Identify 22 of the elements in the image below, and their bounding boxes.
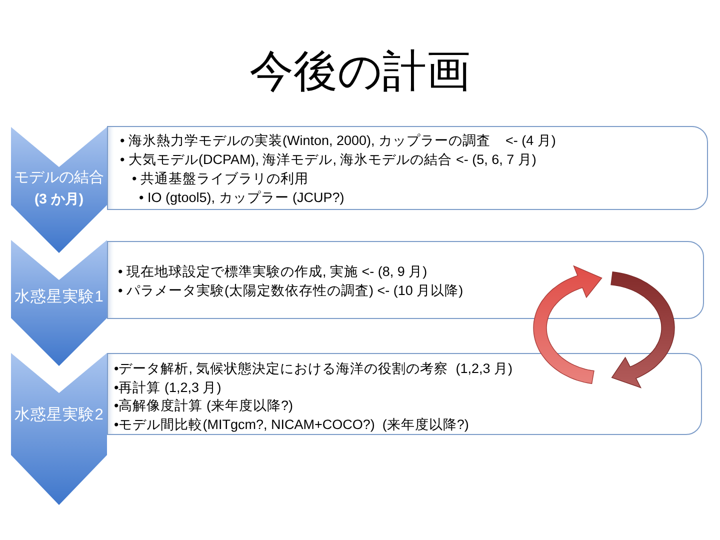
task-box [107, 241, 704, 319]
task-item: • パラメータ実験(太陽定数依存性の調査) <- (10 月以降) [118, 282, 464, 300]
task-item: •データ解析, 気候状態決定における海洋の役割の考察 (1,2,3 月) [114, 360, 512, 378]
task-item: •再計算 (1,2,3 月) [114, 378, 222, 397]
phase-banner [11, 127, 107, 253]
phase-banner [11, 353, 107, 505]
task-item: •高解像度計算 (来年度以降?) [114, 397, 293, 416]
task-box [107, 126, 708, 210]
phase-label: モデルの結合 [14, 169, 104, 187]
task-item: • 大気モデル(DCPAM), 海洋モデル, 海氷モデルの結合 <- (5, 6, 7 月) [120, 151, 536, 169]
task-item: •モデル間比較(MITgcm?, NICAM+COCO?) (来年度以降?) [114, 416, 469, 434]
task-item: • 共通基盤ライブラリの利用 [132, 170, 308, 188]
slide-title: 今後の計画 [250, 46, 470, 98]
phase-label: 水惑星実験2 [14, 406, 104, 426]
phase-label: 水惑星実験1 [14, 288, 104, 308]
task-item: • IO (gtool5), カップラー (JCUP?) [139, 189, 344, 207]
task-box [107, 353, 702, 435]
task-item: • 海氷熱力学モデルの実装(Winton, 2000), カップラーの調査 <- (4 月) [120, 132, 556, 150]
task-item: • 現在地球設定で標準実験の作成, 実施 <- (8, 9 月) [118, 263, 428, 281]
phase-label: (3 か月) [34, 190, 84, 208]
phase-banner [11, 240, 107, 366]
curved-arrow [610, 272, 675, 388]
